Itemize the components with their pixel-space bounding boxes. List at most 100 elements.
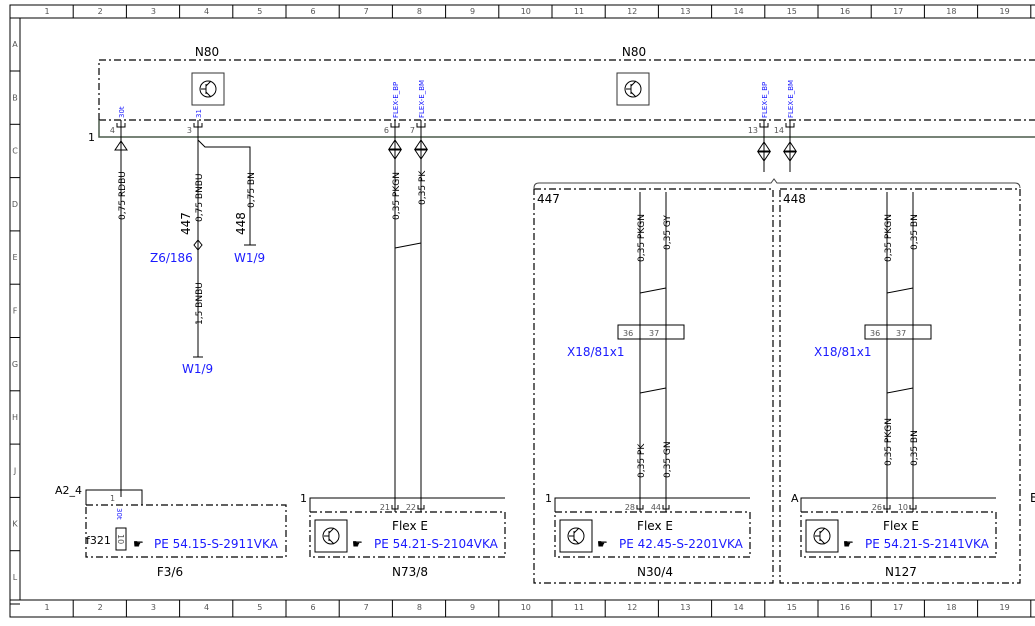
grid-column-label: 17 <box>893 7 903 16</box>
grid-column-label: 12 <box>627 603 637 612</box>
wire-label: 0,35 BN <box>910 430 920 466</box>
pin-terminal <box>391 505 399 512</box>
reference-link[interactable]: PE 54.21-S-2141VKA <box>865 537 990 551</box>
pin-terminal <box>417 505 425 512</box>
wire-bn <box>197 139 251 245</box>
pin-number: 3 <box>187 126 192 135</box>
grid-row-label: E <box>12 253 17 262</box>
transistor-icon <box>559 519 593 553</box>
grid-column-label: 17 <box>893 603 903 612</box>
grid-labels: 1122334455667788991010111112121313141415… <box>10 5 1032 617</box>
reference-hand-icon: ☛ <box>352 537 363 551</box>
grid-column-label: 12 <box>627 7 637 16</box>
fuse-label: f321 <box>86 534 111 547</box>
grid-column-label: 9 <box>470 603 475 612</box>
grid-column-label: 14 <box>734 603 744 612</box>
wire-label: 0,75 BNBU <box>195 173 205 222</box>
wire-label: 0,35 GY <box>663 215 673 250</box>
component-title: Flex E <box>637 519 673 533</box>
pin-number: 22 <box>406 503 416 512</box>
grid-row-label: F <box>13 307 18 316</box>
ground-link-w1-9[interactable]: W1/9 <box>182 362 213 376</box>
component-id: F3/6 <box>157 565 183 579</box>
variant-448-wires: 0,35 PKGN 0,35 BN 0,35 PKGN 0,35 BN 36 3… <box>814 192 932 505</box>
connector-pin: 37 <box>896 329 906 338</box>
splice-447: 447 <box>179 212 193 235</box>
component-id: N30/4 <box>637 565 673 579</box>
grid-row-label: K <box>12 520 18 529</box>
pin-number: 44 <box>651 503 661 512</box>
pin-terminal <box>883 505 891 512</box>
component-label: A2_4 <box>55 484 82 497</box>
fuse-value: 10 <box>116 534 125 544</box>
connector-link-x18-81x1[interactable]: X18/81x1 <box>567 345 625 359</box>
grid-column-label: 6 <box>310 7 315 16</box>
grid-column-label: 19 <box>1000 7 1010 16</box>
grid-column-label: 3 <box>151 603 156 612</box>
variant-brace <box>533 178 1021 189</box>
connector-x18-81x1 <box>864 324 932 340</box>
grid-row-label: A <box>12 40 18 49</box>
connector-pin: 37 <box>649 329 659 338</box>
grid-column-label: 9 <box>470 7 475 16</box>
reference-hand-icon: ☛ <box>133 537 144 551</box>
grid-row-label: B <box>12 93 18 102</box>
wire-label: 0,35 PKGN <box>884 214 894 262</box>
component-title: Flex E <box>392 519 428 533</box>
fuse-icon <box>115 527 127 551</box>
component-id: N127 <box>885 565 917 579</box>
variant-box-448 <box>779 188 1021 584</box>
n80-bus-line <box>98 120 1035 138</box>
reference-link[interactable]: PE 42.45-S-2201VKA <box>619 537 744 551</box>
pin-number: 10 <box>898 503 908 512</box>
transistor-icon <box>616 72 650 106</box>
transistor-icon <box>314 519 348 553</box>
wire-label: 0,35 BN <box>910 214 920 250</box>
n80-label-left: N80 <box>195 45 219 59</box>
pin-signal: FLEX-E_BM <box>418 80 426 118</box>
grid-column-label: 19 <box>1000 603 1010 612</box>
component-label: 1 <box>300 492 307 505</box>
connector-x18-81x1 <box>617 324 685 340</box>
connector-link-x18-81x1[interactable]: X18/81x1 <box>814 345 872 359</box>
pin-terminal <box>662 505 670 512</box>
pin-signal: FLEX-E_BP <box>761 82 769 118</box>
grid-column-label: 11 <box>574 603 584 612</box>
pin-number: 6 <box>384 126 389 135</box>
wire-label: 0,35 PK <box>637 443 647 478</box>
wire-label: 0,35 PKGN <box>637 214 647 262</box>
pin-number: 14 <box>774 126 784 135</box>
pin-signal: FLEX-E_BM <box>787 80 795 118</box>
component-label: 1 <box>545 492 552 505</box>
wire-label: 0,35 GN <box>663 441 673 478</box>
transistor-icon <box>805 519 839 553</box>
grid-column-label: 11 <box>574 7 584 16</box>
grid-column-label: 13 <box>680 603 690 612</box>
grid-column-label: 7 <box>364 7 369 16</box>
grid-row-label: L <box>13 573 18 582</box>
reference-link[interactable]: PE 54.21-S-2104VKA <box>374 537 499 551</box>
splice-448: 448 <box>234 212 248 235</box>
splice-link-z6-186[interactable]: Z6/186 <box>150 251 193 265</box>
grid-column-label: 1 <box>44 7 49 16</box>
variant-box-447 <box>533 188 774 584</box>
pin-signal: 30t <box>115 508 123 520</box>
grid-column-label: 3 <box>151 7 156 16</box>
grid-column-label: 13 <box>680 7 690 16</box>
wire-label: 0,75 BN <box>247 172 257 208</box>
grid-column-label: 18 <box>946 7 956 16</box>
grid-row-label: G <box>12 360 18 369</box>
grid-row-label: H <box>12 413 18 422</box>
n80-boundary <box>98 59 1035 120</box>
grid-column-label: 7 <box>364 603 369 612</box>
pin-terminal <box>636 505 644 512</box>
ground-link-w1-9[interactable]: W1/9 <box>234 251 265 265</box>
splice-diamond-icon <box>193 239 203 251</box>
grid-column-label: 16 <box>840 603 850 612</box>
reference-link[interactable]: PE 54.15-S-2911VKA <box>154 537 279 551</box>
variant-label-447: 447 <box>537 192 560 206</box>
